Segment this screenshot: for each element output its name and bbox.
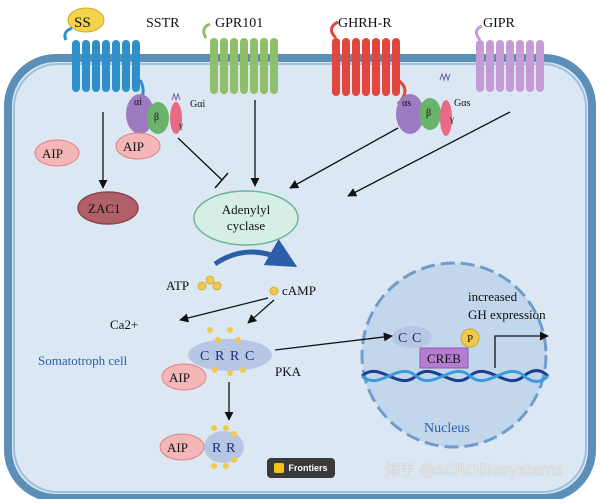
free-c-2: C [412, 331, 421, 346]
frontiers-badge: Frontiers [267, 458, 335, 478]
pka-c2: C [245, 349, 254, 364]
g-protein-alpha-i [126, 92, 182, 134]
phospho-group [460, 328, 480, 348]
pka-free-c [392, 326, 432, 348]
increased-text-2: GH expression [468, 307, 546, 322]
aip-text-3: AIP [169, 370, 190, 385]
beta-left-label: β [154, 112, 159, 123]
camp-molecule [269, 286, 279, 296]
increased-text-1: increased [468, 289, 518, 304]
arrow-camp-ca2 [179, 297, 269, 323]
atp-molecule [197, 275, 222, 291]
arrow-ghrhr-ac [289, 127, 399, 189]
rr-1: R [212, 441, 222, 456]
arrow-camp-pka [247, 299, 275, 324]
inhibit-gai-ac [177, 137, 223, 181]
zac1-text: ZAC1 [88, 201, 121, 216]
ghrhr-label: GHRH-R [338, 16, 392, 31]
ca2-text: Ca2+ [110, 317, 138, 332]
gpr101-receptor [202, 22, 278, 94]
pka-c1: C [200, 349, 209, 364]
arrow-gipr-ac [347, 111, 511, 197]
aip-bubble-2 [115, 132, 161, 160]
gipr-label: GIPR [483, 16, 516, 31]
adenylyl-cyclase [193, 190, 299, 246]
pka-holoenzyme [188, 327, 272, 376]
ss-ligand [67, 7, 105, 33]
frontiers-text: Frontiers [288, 463, 328, 473]
sstr-receptor [63, 26, 145, 106]
free-c-1: C [398, 331, 407, 346]
aip-text-1: AIP [42, 146, 63, 161]
adenylyl-text-1: Adenylyl [222, 202, 271, 217]
beta-right-label: β [426, 108, 431, 119]
aip-bubble-3 [161, 363, 207, 391]
g-alpha-i-label: Gαi [190, 99, 205, 110]
aip-text-2: AIP [123, 139, 144, 154]
phospho-text: P [467, 333, 473, 345]
pka-r2: R [230, 349, 240, 364]
g-protein-alpha-s [396, 72, 452, 136]
gamma-left-label: γ [178, 120, 183, 130]
creb-text: CREB [427, 351, 461, 366]
ghrhr-receptor [330, 20, 407, 106]
gpr101-label: GPR101 [215, 16, 263, 31]
ss-label: SS [74, 15, 91, 31]
pka-text: PKA [275, 364, 302, 379]
g-alpha-s-label: Gαs [454, 98, 470, 109]
atp-camp-arrow [213, 239, 298, 267]
sstr-label: SSTR [146, 16, 180, 31]
creb-box [419, 347, 469, 369]
aip-bubble-1 [34, 139, 80, 167]
arrow-pka-nucleus [274, 332, 393, 351]
aip-text-4: AIP [167, 440, 188, 455]
gamma-right-label: γ [449, 114, 454, 124]
frontiers-icon [274, 463, 285, 473]
dna-helix [361, 369, 550, 383]
adenylyl-text-2: cyclase [227, 218, 265, 233]
nucleus-text: Nucleus [424, 421, 470, 436]
camp-text: cAMP [282, 283, 316, 298]
watermark: 知乎 @ACROBiosystems [385, 461, 564, 479]
alpha-s-label: αs [402, 98, 411, 109]
atp-text: ATP [166, 278, 189, 293]
somatotroph-text: Somatotroph cell [38, 353, 128, 368]
gipr-receptor [475, 24, 544, 92]
alpha-i-label: αi [134, 97, 142, 108]
pka-r1: R [215, 349, 225, 364]
pka-rr-complex [204, 425, 244, 469]
transcription-arrow [494, 331, 549, 368]
rr-2: R [226, 441, 236, 456]
zac1-bubble [77, 191, 139, 225]
